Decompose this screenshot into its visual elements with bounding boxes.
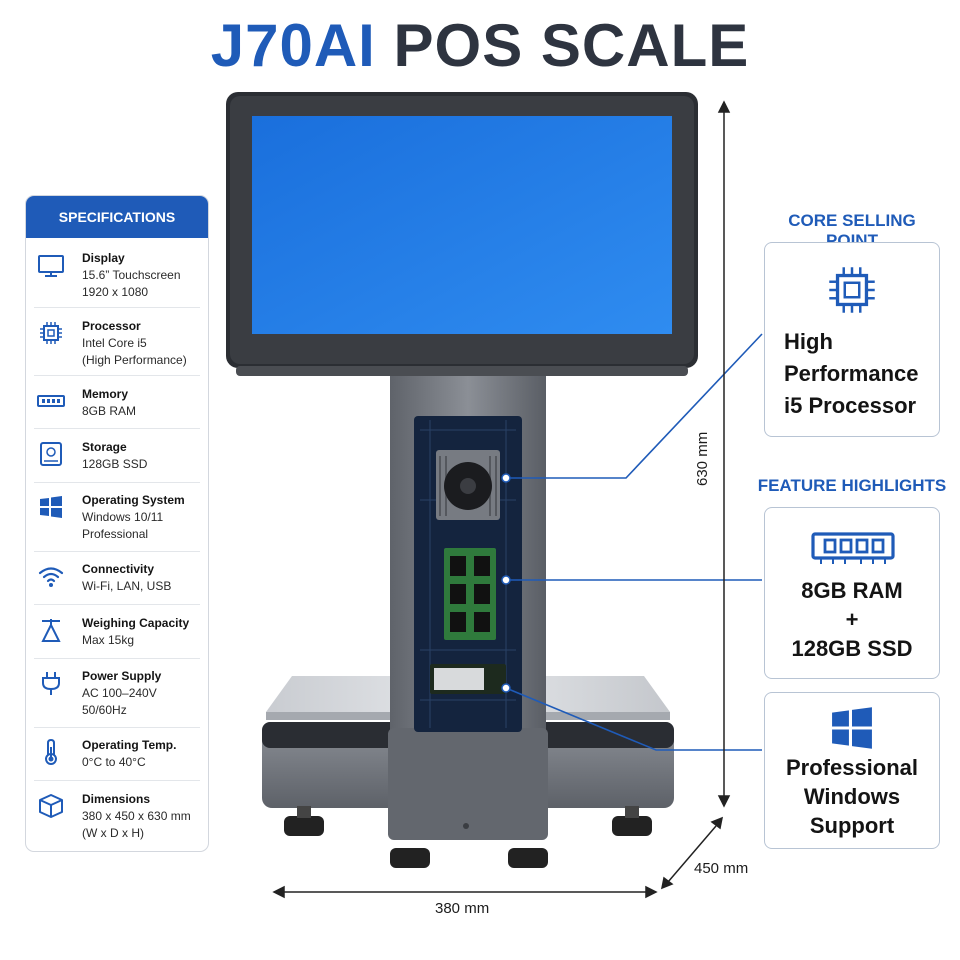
specifications-panel: SPECIFICATIONS Display 15.6” Touchscreen … (25, 195, 209, 852)
wifi-icon (38, 567, 64, 587)
spec-name: Power Supply (82, 669, 162, 683)
monitor-icon (38, 255, 64, 277)
spec-name: Dimensions (82, 792, 151, 806)
spec-name: Operating System (82, 493, 185, 507)
feature-highlights-heading: FEATURE HIGHLIGHTS (757, 476, 947, 495)
core-selling-point-text: High Performance i5 Processor (784, 329, 919, 418)
spec-value: 380 x 450 x 630 mm (W x D x H) (82, 809, 191, 840)
spec-value: Wi-Fi, LAN, USB (82, 579, 172, 593)
scale-icon (41, 619, 61, 642)
spec-value: 0°C to 40°C (82, 755, 146, 769)
feature-card-memory-storage: 8GB RAM + 128GB SSD (764, 507, 940, 679)
spec-name: Storage (82, 440, 127, 454)
stand-column (388, 372, 548, 840)
callout-dot-processor (501, 473, 511, 483)
feature-card-windows: Professional Windows Support (764, 692, 940, 849)
storage-icon (40, 442, 62, 466)
spec-name: Connectivity (82, 562, 155, 576)
cpu-icon (829, 267, 875, 313)
core-selling-point-card: High Performance i5 Processor (764, 242, 940, 437)
spec-value: Windows 10/11 Professional (82, 510, 164, 541)
specifications-header: SPECIFICATIONS (26, 196, 208, 238)
spec-name: Memory (82, 387, 129, 401)
box-icon (39, 794, 63, 818)
width-dimension-label: 380 mm (435, 900, 490, 917)
spec-value: Max 15kg (82, 633, 135, 647)
dimension-arrows (272, 100, 731, 899)
touchscreen-monitor (226, 92, 698, 376)
feature-text-windows: Professional Windows Support (785, 755, 919, 838)
spec-value: Intel Core i5 (High Performance) (82, 336, 187, 367)
callout-dot-storage (501, 683, 511, 693)
title-rest: POS SCALE (393, 12, 750, 79)
spec-value: 128GB SSD (82, 457, 148, 471)
title-brand: J70AI (210, 12, 376, 79)
spec-name: Processor (82, 319, 141, 333)
plug-icon (42, 672, 60, 695)
callout-lines (505, 333, 763, 751)
memory-icon (811, 532, 895, 564)
callout-dot-memory (501, 575, 511, 585)
spec-name: Weighing Capacity (82, 616, 190, 630)
depth-dimension-label: 450 mm (694, 860, 749, 877)
spec-value: 15.6” Touchscreen 1920 x 1080 (82, 268, 181, 299)
thermometer-icon (45, 738, 57, 765)
windows-icon (40, 496, 62, 518)
height-dimension-label: 630 mm (694, 431, 711, 486)
windows-icon (832, 707, 872, 749)
spec-value: AC 100–240V 50/60Hz (82, 686, 157, 717)
memory-icon (37, 395, 65, 407)
spec-name: Operating Temp. (82, 738, 177, 752)
cpu-icon (40, 322, 62, 344)
spec-value: 8GB RAM (82, 404, 137, 418)
feature-text-memory-storage: 8GB RAM + 128GB SSD (791, 578, 913, 661)
page-title: J70AI POS SCALE (0, 10, 960, 82)
spec-name: Display (82, 251, 125, 265)
